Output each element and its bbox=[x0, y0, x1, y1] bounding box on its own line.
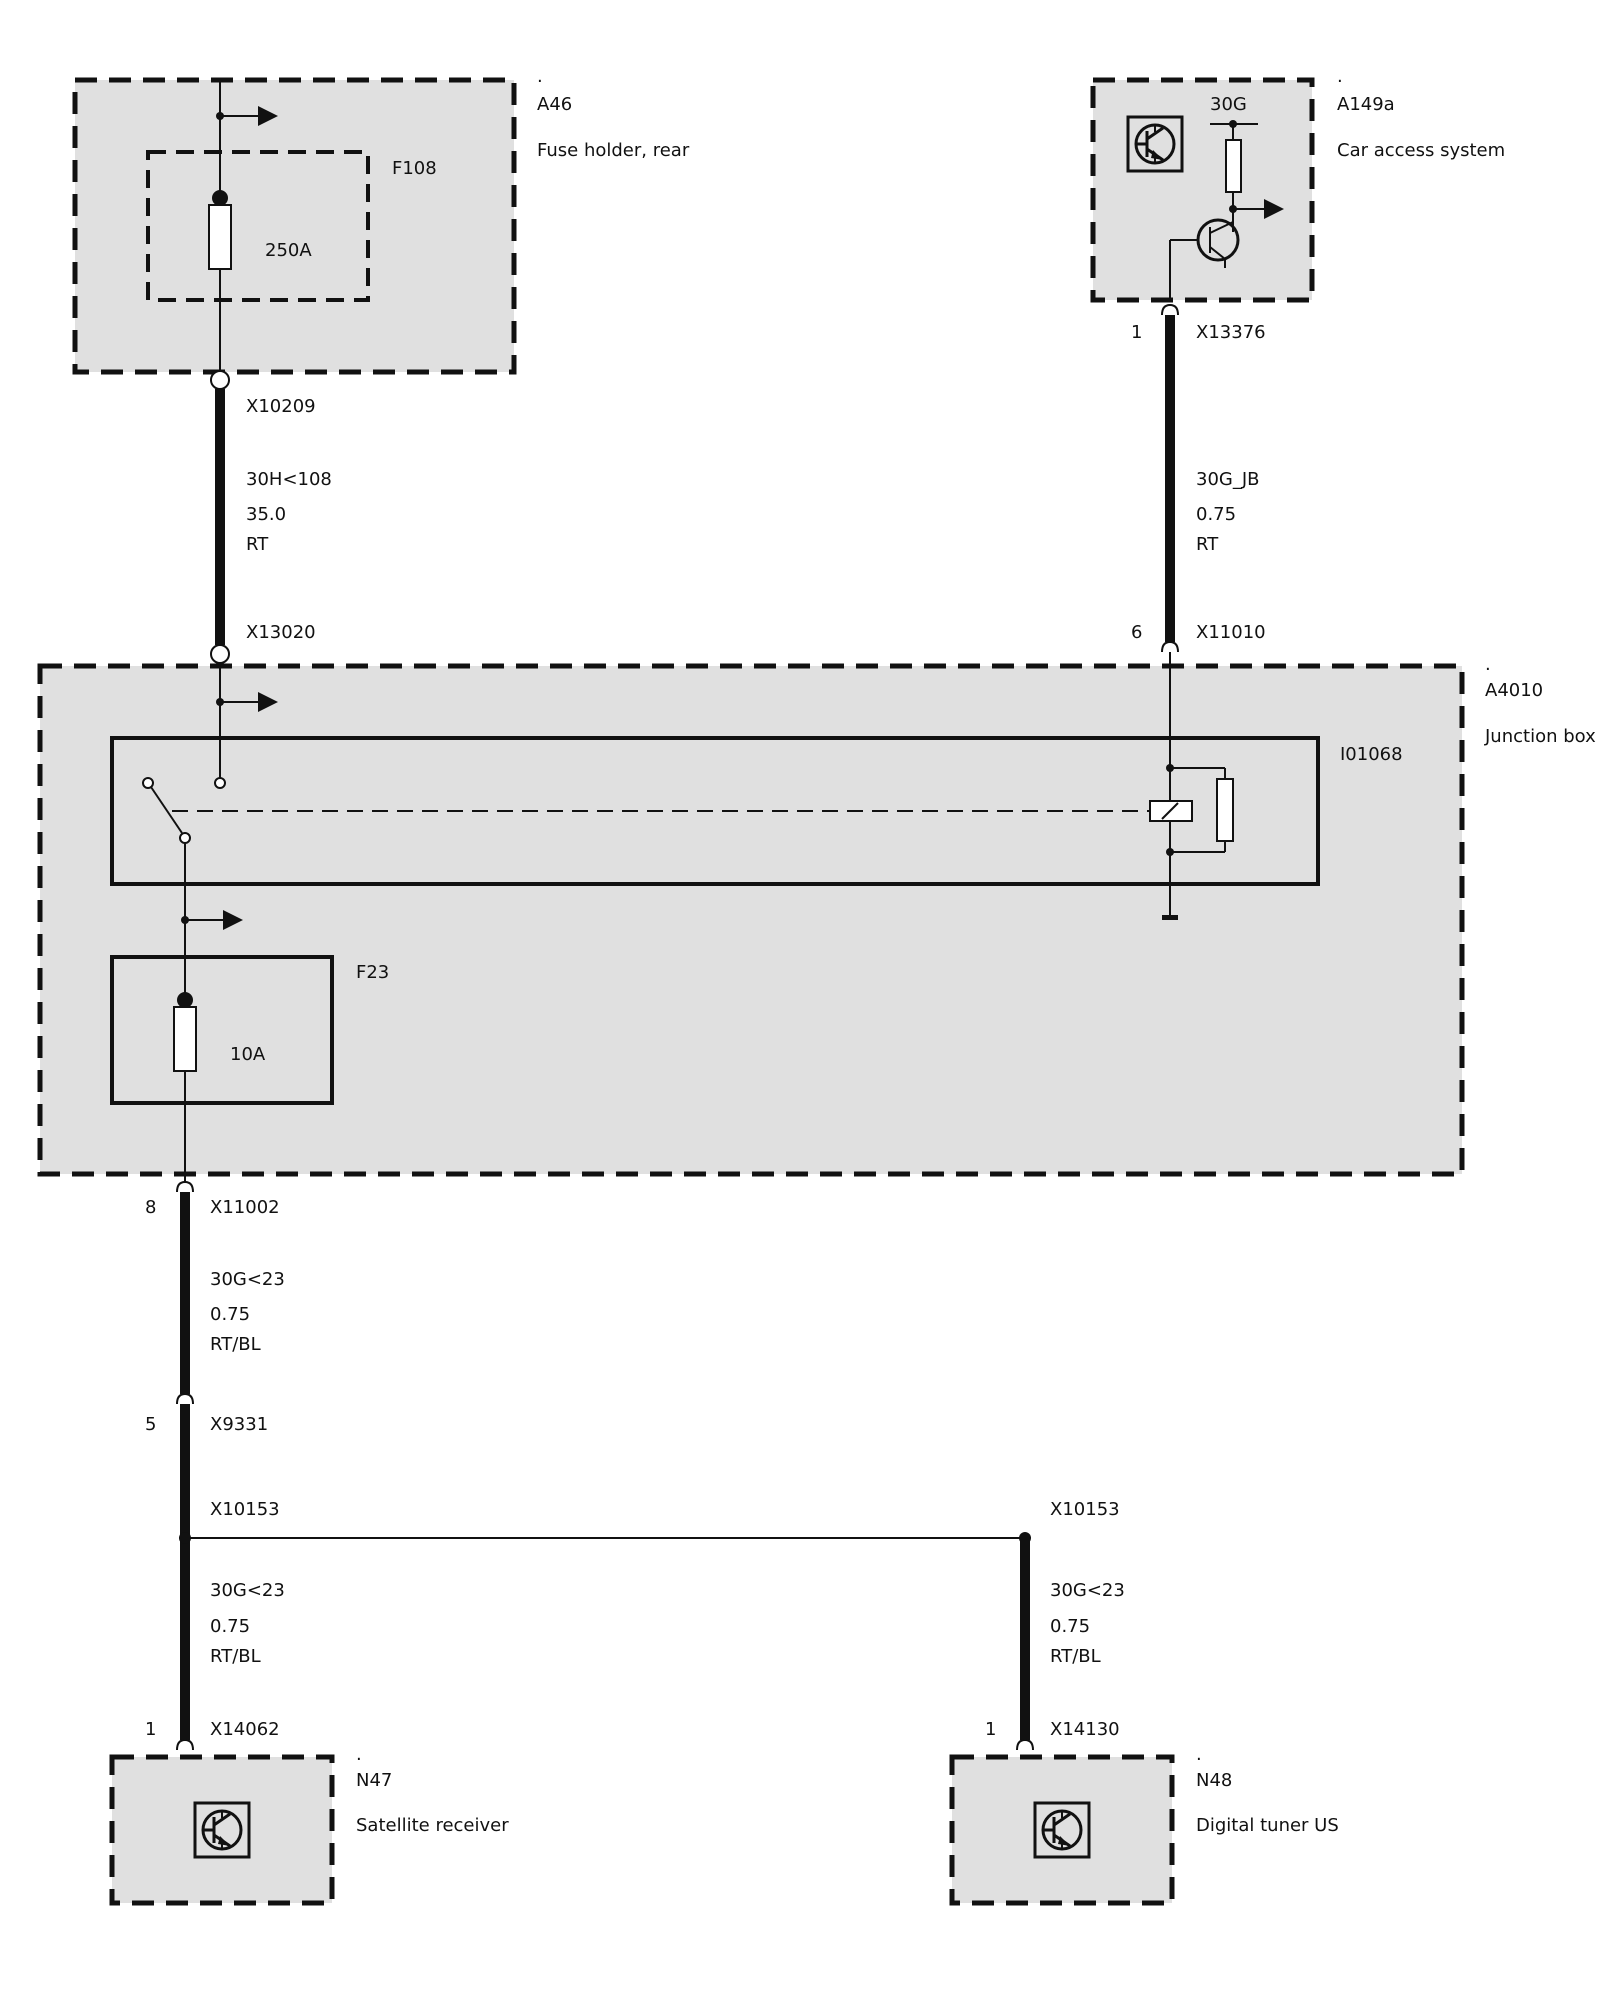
connector-x10209-icon bbox=[210, 370, 230, 390]
x10209-id: X10209 bbox=[246, 396, 316, 417]
a4010-dot: . bbox=[1485, 654, 1491, 675]
x13376-id: X13376 bbox=[1196, 322, 1266, 343]
arrow-icon bbox=[1264, 199, 1284, 219]
car-access-system-a149a bbox=[1090, 77, 1315, 303]
x9331-id: X9331 bbox=[210, 1414, 268, 1435]
fuse-icon bbox=[208, 204, 232, 270]
connector-x9331-icon bbox=[176, 1392, 194, 1405]
x9331-pin: 5 bbox=[145, 1414, 156, 1435]
arrow-icon bbox=[258, 692, 278, 712]
a46-dot: . bbox=[537, 66, 543, 87]
resistor-icon bbox=[1216, 778, 1234, 842]
satellite-receiver-n47 bbox=[109, 1754, 335, 1906]
x11002-id: X11002 bbox=[210, 1197, 280, 1218]
x13020-id: X13020 bbox=[246, 622, 316, 643]
junction-box-a4010 bbox=[37, 652, 1465, 1182]
n47-name: Satellite receiver bbox=[356, 1815, 509, 1836]
f23-rating: 10A bbox=[230, 1044, 266, 1065]
w2-color: RT bbox=[1196, 534, 1219, 555]
w1-size: 35.0 bbox=[246, 504, 286, 525]
a149a-id: A149a bbox=[1337, 94, 1395, 115]
resistor-icon bbox=[1225, 139, 1242, 193]
f23-id: F23 bbox=[356, 962, 389, 983]
w1-color: RT bbox=[246, 534, 269, 555]
w5-signal: 30G<23 bbox=[1050, 1580, 1125, 1601]
w1-signal: 30H<108 bbox=[246, 469, 332, 490]
a4010-id: A4010 bbox=[1485, 680, 1543, 701]
x14062-id: X14062 bbox=[210, 1719, 280, 1740]
a149a-dot: . bbox=[1337, 66, 1343, 87]
i01068-id: I01068 bbox=[1340, 744, 1403, 765]
n48-id: N48 bbox=[1196, 1770, 1232, 1791]
a149a-terminal: 30G bbox=[1210, 94, 1247, 115]
w3-signal: 30G<23 bbox=[210, 1269, 285, 1290]
w3-color: RT/BL bbox=[210, 1334, 261, 1355]
n48-name: Digital tuner US bbox=[1196, 1815, 1339, 1836]
x14062-pin: 1 bbox=[145, 1719, 156, 1740]
x13376-pin: 1 bbox=[1131, 322, 1142, 343]
w4-signal: 30G<23 bbox=[210, 1580, 285, 1601]
x10153-left-id: X10153 bbox=[210, 1499, 280, 1520]
x14130-id: X14130 bbox=[1050, 1719, 1120, 1740]
f108-rating: 250A bbox=[265, 240, 312, 261]
x11010-pin: 6 bbox=[1131, 622, 1142, 643]
connector-x11010-icon bbox=[1161, 640, 1179, 653]
w2-size: 0.75 bbox=[1196, 504, 1236, 525]
fuse-icon bbox=[173, 1006, 197, 1072]
connector-x14062-icon bbox=[176, 1738, 194, 1751]
switch-pivot-icon bbox=[142, 777, 154, 789]
w4-size: 0.75 bbox=[210, 1616, 250, 1637]
arrow-icon bbox=[223, 910, 243, 930]
w4-color: RT/BL bbox=[210, 1646, 261, 1667]
fuse-holder-a46 bbox=[72, 77, 517, 380]
f108-id: F108 bbox=[392, 158, 437, 179]
a4010-name: Junction box bbox=[1484, 726, 1596, 747]
relay-i01068-box bbox=[110, 736, 1320, 886]
splice-left-icon bbox=[179, 1532, 191, 1544]
n48-dot: . bbox=[1196, 1744, 1202, 1765]
digital-tuner-n48 bbox=[949, 1754, 1175, 1906]
switch-output-icon bbox=[179, 832, 191, 844]
w5-size: 0.75 bbox=[1050, 1616, 1090, 1637]
a149a-name: Car access system bbox=[1337, 140, 1505, 161]
n47-id: N47 bbox=[356, 1770, 392, 1791]
connector-x11002-icon bbox=[176, 1180, 194, 1193]
connector-x13376-icon bbox=[1161, 303, 1179, 316]
connector-x13020-icon bbox=[210, 644, 230, 664]
w3-size: 0.75 bbox=[210, 1304, 250, 1325]
a46-name: Fuse holder, rear bbox=[537, 140, 690, 161]
w5-color: RT/BL bbox=[1050, 1646, 1101, 1667]
fuse-f108-box bbox=[146, 150, 370, 302]
arrow-icon bbox=[258, 106, 278, 126]
fuse-f23-box bbox=[110, 955, 334, 1105]
x10153-right-id: X10153 bbox=[1050, 1499, 1120, 1520]
w2-signal: 30G_JB bbox=[1196, 469, 1260, 490]
x11002-pin: 8 bbox=[145, 1197, 156, 1218]
ground-icon bbox=[1162, 915, 1178, 920]
connector-x14130-icon bbox=[1016, 1738, 1034, 1751]
x14130-pin: 1 bbox=[985, 1719, 996, 1740]
x11010-id: X11010 bbox=[1196, 622, 1266, 643]
switch-contact-icon bbox=[214, 777, 226, 789]
a46-id: A46 bbox=[537, 94, 572, 115]
n47-dot: . bbox=[356, 1744, 362, 1765]
